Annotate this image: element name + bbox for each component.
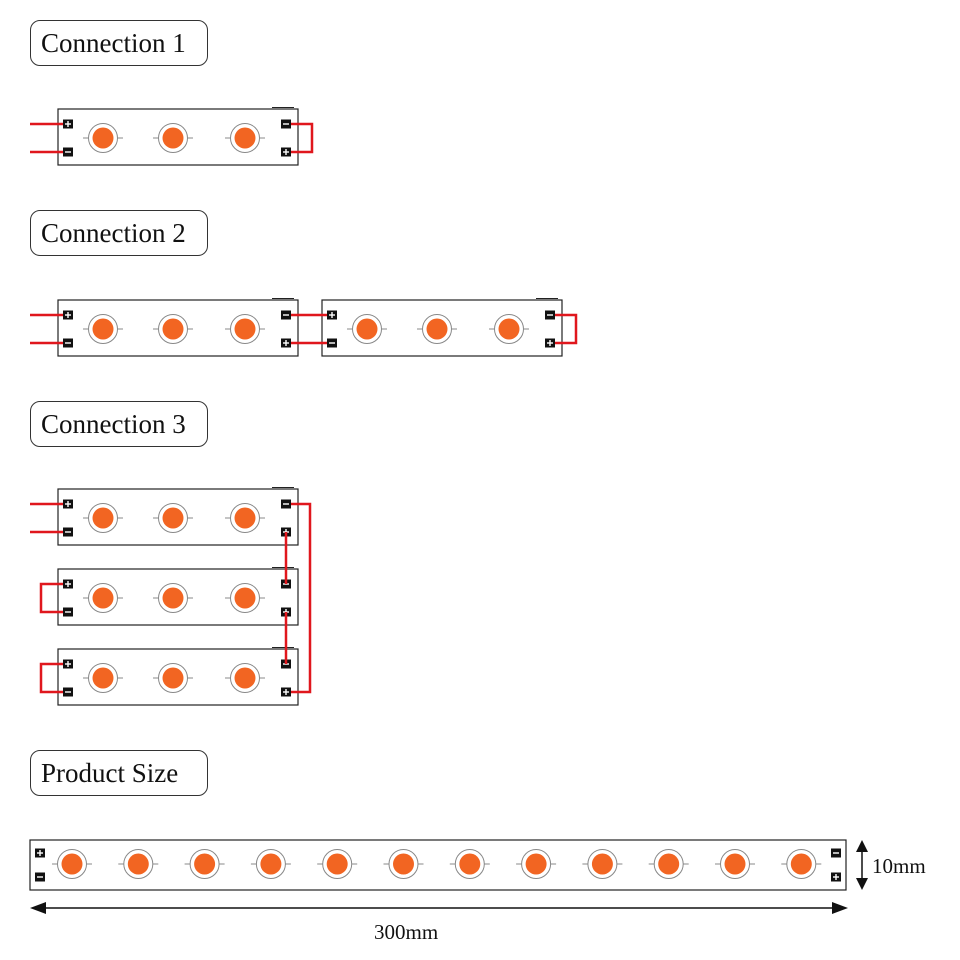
double-arrow-icon [856, 840, 868, 890]
connection-3-title: Connection 3 [30, 401, 208, 447]
led-chip-icon [225, 583, 265, 613]
led-chip-icon [153, 663, 193, 693]
led-chip-icon [582, 849, 623, 879]
connection-1-title: Connection 1 [30, 20, 208, 66]
double-arrow-icon [30, 902, 848, 914]
minus-pad-icon [281, 499, 291, 509]
wire [291, 122, 314, 154]
led-chip-icon [781, 849, 822, 879]
height-dimension-label: 10mm [872, 854, 926, 878]
minus-pad-icon [35, 872, 45, 882]
minus-pad-icon [63, 338, 73, 348]
led-chip-icon [317, 849, 358, 879]
led-chip-icon [225, 314, 265, 344]
plus-pad-icon [281, 147, 291, 157]
led-chip-icon [715, 849, 755, 879]
led-chip-icon [184, 849, 225, 879]
connection-2-title: Connection 2 [30, 210, 208, 256]
led-chip-icon [489, 314, 529, 344]
led-chip-icon [648, 849, 689, 879]
minus-pad-icon [281, 119, 291, 129]
led-chip-icon [83, 583, 123, 613]
plus-pad-icon [63, 579, 73, 589]
plus-pad-icon [35, 848, 45, 858]
led-chip-icon [118, 849, 159, 879]
product-size-title: Product Size [30, 750, 208, 796]
led-chip-icon [83, 123, 123, 153]
led-chip-icon [250, 849, 291, 879]
plus-pad-icon [63, 310, 73, 320]
led-chip-icon [449, 849, 490, 879]
plus-pad-icon [63, 659, 73, 669]
minus-pad-icon [281, 310, 291, 320]
minus-pad-icon [327, 338, 337, 348]
minus-pad-icon [831, 848, 841, 858]
led-chip-icon [83, 503, 123, 533]
wire [555, 313, 578, 345]
plus-pad-icon [281, 687, 291, 697]
led-chip-icon [153, 583, 193, 613]
led-chip-icon [225, 503, 265, 533]
led-chip-icon [83, 663, 123, 693]
wire [39, 582, 63, 614]
minus-pad-icon [63, 527, 73, 537]
led-chip-icon [153, 503, 193, 533]
plus-pad-icon [281, 338, 291, 348]
led-chip-icon [153, 314, 193, 344]
led-strip-full [29, 839, 847, 891]
minus-pad-icon [63, 687, 73, 697]
minus-pad-icon [545, 310, 555, 320]
led-chip-icon [52, 849, 92, 879]
plus-pad-icon [63, 119, 73, 129]
led-chip-icon [347, 314, 387, 344]
led-chip-icon [417, 314, 457, 344]
minus-pad-icon [63, 147, 73, 157]
wire [291, 502, 312, 694]
plus-pad-icon [831, 872, 841, 882]
led-chip-icon [383, 849, 424, 879]
led-chip-icon [83, 314, 123, 344]
width-dimension-label: 300mm [374, 920, 439, 944]
led-chip-icon [516, 849, 557, 879]
plus-pad-icon [63, 499, 73, 509]
plus-pad-icon [545, 338, 555, 348]
plus-pad-icon [327, 310, 337, 320]
led-chip-icon [225, 663, 265, 693]
led-chip-icon [153, 123, 193, 153]
wire [39, 662, 63, 694]
minus-pad-icon [63, 607, 73, 617]
led-chip-icon [225, 123, 265, 153]
